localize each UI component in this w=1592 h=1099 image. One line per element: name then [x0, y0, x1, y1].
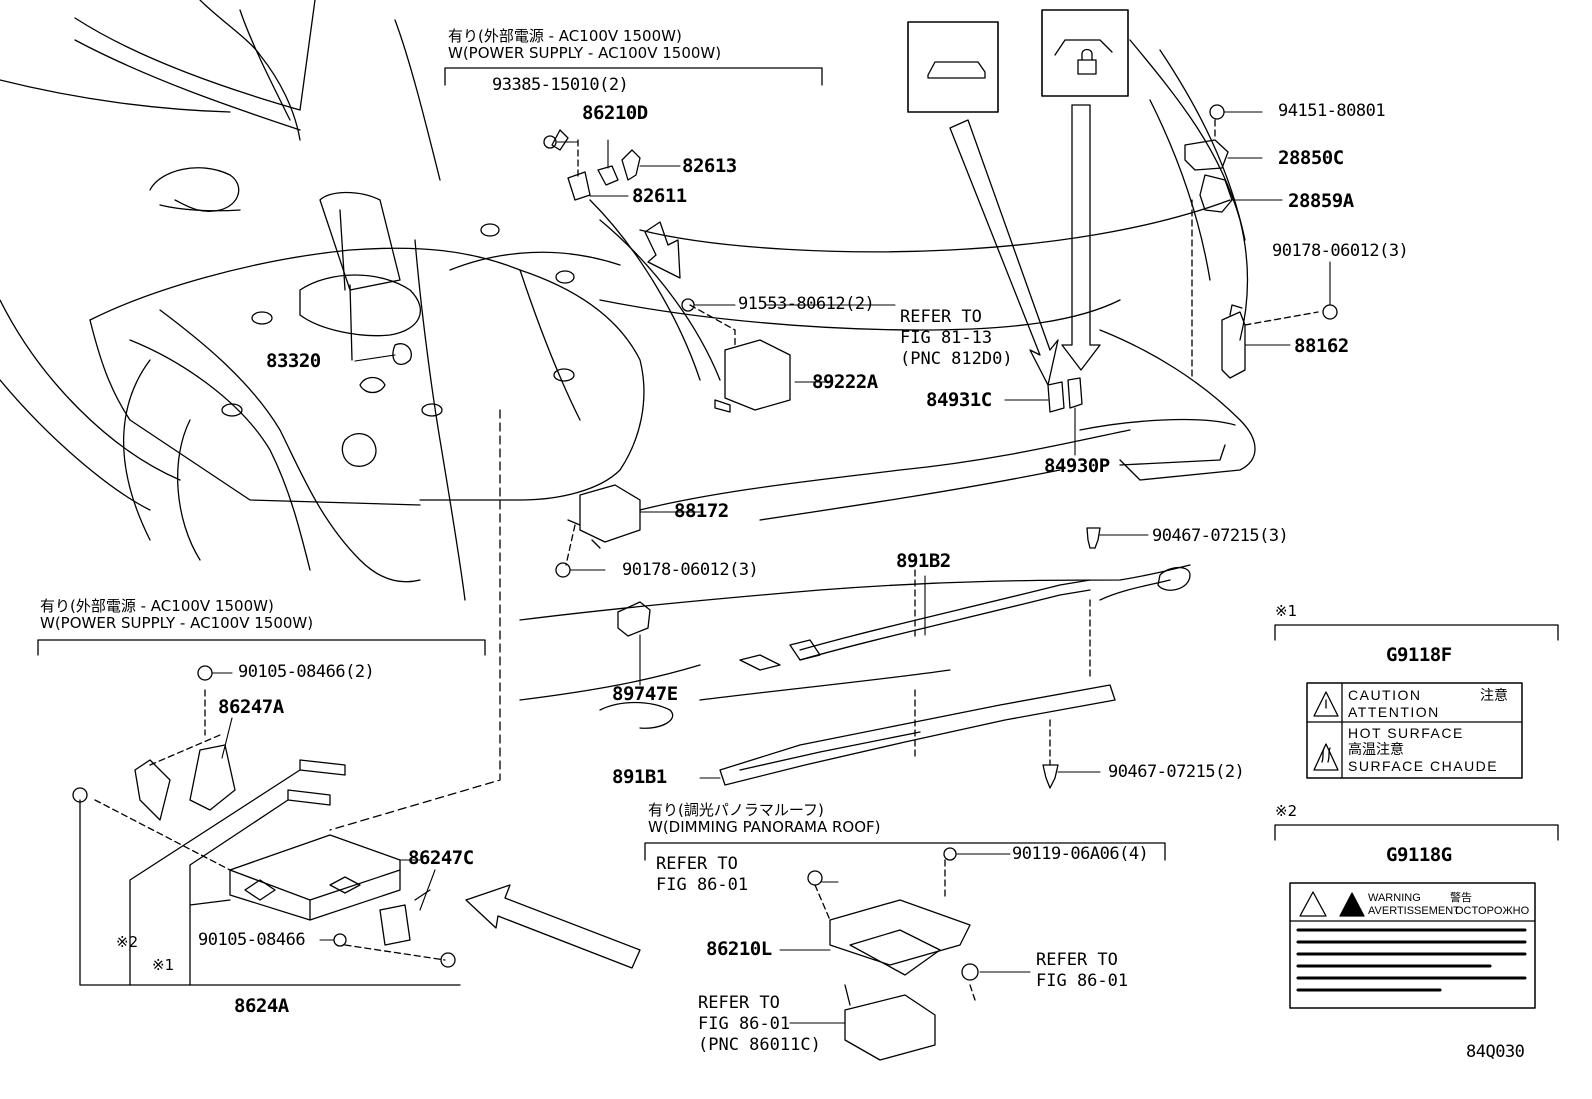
part-86247C[interactable]: 86247C	[408, 847, 474, 869]
warning-label-line3: OCTOPOЖHO	[1455, 905, 1530, 917]
inverter-8624A-art	[80, 410, 500, 985]
part-891B2[interactable]: 891B2	[896, 550, 951, 572]
warning-label-jp: 警告	[1450, 892, 1472, 904]
warning-label-line1: WARNING	[1368, 892, 1421, 904]
part-84931C[interactable]: 84931C	[926, 389, 992, 411]
part-90105-08466-a[interactable]: 90105-08466(2)	[238, 662, 375, 682]
ecu-86210L-art	[815, 860, 975, 1060]
ecu-89222A-art	[690, 305, 790, 412]
switch-84931C-art	[1048, 378, 1082, 412]
bracket-note-1	[1275, 625, 1558, 640]
part-89222A[interactable]: 89222A	[812, 371, 878, 393]
sensor-89747E-art	[618, 602, 650, 636]
condition-power-supply-left: 有り(外部電源 - AC100V 1500W) W(POWER SUPPLY -…	[40, 597, 314, 632]
sensor-83320-art	[350, 285, 411, 393]
arrow-to-84930P	[1062, 105, 1100, 370]
part-82611[interactable]: 82611	[632, 185, 687, 207]
part-90467-07215-b[interactable]: 90467-07215(2)	[1108, 762, 1245, 782]
part-G9118F[interactable]: G9118F	[1386, 644, 1452, 666]
caution-label-line4: 高温注意	[1348, 741, 1404, 757]
part-28850C[interactable]: 28850C	[1278, 147, 1344, 169]
refer-fig-86-01-c[interactable]: REFER TO FIG 86-01 (PNC 86011C)	[698, 993, 821, 1055]
vehicle-body-outline	[0, 0, 1255, 728]
cover-891B2-art	[740, 570, 1090, 670]
refer-fig-81-13[interactable]: REFER TO FIG 81-13 (PNC 812D0)	[900, 307, 1013, 369]
part-90178-06012-b[interactable]: 90178-06012(3)	[1272, 241, 1409, 261]
caution-label-line3: HOT SURFACE	[1348, 725, 1464, 741]
part-91553-80612[interactable]: 91553-80612(2)	[738, 294, 875, 314]
module-88172-art	[566, 485, 640, 565]
bracket-86210D-art	[552, 130, 640, 200]
note-mark-1-left: ※1	[152, 956, 175, 974]
vehicle-rear-door-lock-icon	[1042, 10, 1128, 96]
part-89747E[interactable]: 89747E	[612, 683, 678, 705]
part-G9118G[interactable]: G9118G	[1386, 844, 1452, 866]
caution-label-jp: 注意	[1480, 687, 1508, 703]
warning-triangle-icon	[1314, 692, 1338, 716]
part-28859A[interactable]: 28859A	[1288, 190, 1354, 212]
condition-bracket-top	[445, 68, 822, 85]
refer-fig-86-01-a[interactable]: REFER TO FIG 86-01	[656, 854, 749, 895]
caution-label-line5: SURFACE CHAUDE	[1348, 758, 1499, 774]
arrow-to-8624A	[466, 885, 640, 968]
part-82613[interactable]: 82613	[682, 155, 737, 177]
part-90119-06A06[interactable]: 90119-06A06(4)	[1012, 844, 1149, 864]
arrow-to-84931C	[950, 120, 1058, 385]
part-90467-07215-a[interactable]: 90467-07215(3)	[1152, 526, 1289, 546]
part-88162[interactable]: 88162	[1294, 335, 1349, 357]
part-86210L[interactable]: 86210L	[706, 938, 772, 960]
vehicle-rear-door-icon	[908, 22, 998, 112]
figure-code: 84Q030	[1466, 1042, 1525, 1062]
warning-label-line2: AVERTISSEMENT	[1368, 905, 1460, 917]
note-mark-2: ※2	[1275, 802, 1298, 820]
fasteners	[73, 105, 1337, 980]
part-93385-15010[interactable]: 93385-15010(2)	[492, 75, 629, 95]
caution-label-line2: ATTENTION	[1348, 704, 1440, 720]
part-86247A[interactable]: 86247A	[218, 696, 284, 718]
condition-bracket-left	[38, 640, 485, 655]
leader-lines	[212, 112, 1330, 1023]
note-mark-2-left: ※2	[116, 933, 139, 951]
part-83320[interactable]: 83320	[266, 350, 321, 372]
part-8624A[interactable]: 8624A	[234, 995, 289, 1017]
arrow-to-89222A	[645, 222, 680, 278]
warning-label-art	[1290, 883, 1535, 1008]
warning-triangle-icon	[1300, 892, 1326, 916]
condition-bracket-panorama	[645, 843, 1165, 860]
sill-891B1-art	[720, 600, 1115, 785]
harness-88162-art	[1222, 305, 1318, 378]
part-90178-06012-a[interactable]: 90178-06012(3)	[622, 560, 759, 580]
caution-label-line1: CAUTION	[1348, 687, 1422, 703]
part-88172[interactable]: 88172	[674, 500, 729, 522]
caution-label-art	[1307, 683, 1522, 778]
bracket-note-2	[1275, 825, 1558, 840]
part-94151-80801[interactable]: 94151-80801	[1278, 101, 1386, 121]
condition-panorama-roof: 有り(調光パノラマルーフ) W(DIMMING PANORAMA ROOF)	[648, 801, 881, 836]
note-mark-1: ※1	[1275, 602, 1298, 620]
part-90105-08466-b[interactable]: 90105-08466	[198, 930, 306, 950]
condition-power-supply-top: 有り(外部電源 - AC100V 1500W) W(POWER SUPPLY -…	[448, 27, 722, 62]
hot-surface-icon	[1314, 744, 1338, 770]
part-891B1[interactable]: 891B1	[612, 766, 667, 788]
refer-fig-86-01-b[interactable]: REFER TO FIG 86-01	[1036, 950, 1129, 991]
connector-28850C-art	[1185, 120, 1232, 380]
part-86210D[interactable]: 86210D	[582, 102, 648, 124]
part-84930P[interactable]: 84930P	[1044, 455, 1110, 477]
